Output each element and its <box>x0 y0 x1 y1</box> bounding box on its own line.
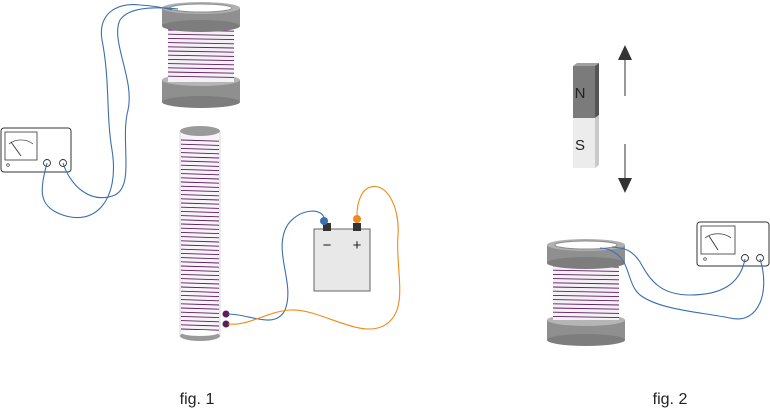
bar-magnet-icon: N S <box>573 63 599 168</box>
coil-winding <box>180 202 220 205</box>
coil-winding <box>552 303 620 306</box>
coil-winding <box>180 168 220 172</box>
coil-winding <box>167 67 235 70</box>
coil-winding <box>167 37 235 41</box>
coil-winding <box>180 244 220 247</box>
coil-winding <box>180 299 220 302</box>
coil-winding <box>180 252 220 256</box>
coil-winding <box>552 294 620 298</box>
coil-winding <box>180 227 220 230</box>
coil-winding <box>180 219 220 222</box>
figure-label-fig1: fig. 1 <box>180 391 215 408</box>
coil-winding <box>552 282 620 285</box>
battery-positive-label: + <box>353 237 362 254</box>
battery-icon: − + <box>313 215 371 292</box>
coil-winding <box>180 315 220 319</box>
wires-fig2 <box>599 246 765 320</box>
coil-winding <box>552 278 620 281</box>
coil-winding <box>180 290 220 293</box>
coil-winding <box>180 215 220 218</box>
primary-coil <box>179 126 230 341</box>
coil-winding <box>180 231 220 235</box>
coil-winding <box>180 320 220 323</box>
coil-winding <box>180 198 220 201</box>
coil-winding <box>180 160 220 163</box>
coil-winding <box>180 257 220 260</box>
arrow-up-icon <box>618 45 632 96</box>
coil-winding <box>180 286 220 289</box>
coil-winding <box>552 307 620 310</box>
coil-winding <box>180 273 220 277</box>
coil-winding <box>167 63 235 66</box>
coil-winding <box>180 143 220 146</box>
coil-winding <box>180 311 220 314</box>
coil-winding <box>180 206 220 209</box>
galvanometer2-terminal-right[interactable] <box>756 254 764 262</box>
secondary-coil <box>162 2 240 108</box>
coil-winding <box>180 139 220 142</box>
coil-winding <box>180 265 220 268</box>
coil-winding <box>180 307 220 310</box>
coil-winding <box>552 286 620 289</box>
coil-winding <box>552 273 620 277</box>
coil-winding <box>180 147 220 151</box>
coil-winding <box>180 303 220 306</box>
coil-winding <box>180 282 220 285</box>
coil-winding <box>167 54 235 57</box>
coil-icon <box>547 239 625 346</box>
coil-winding <box>180 261 220 264</box>
coil-winding <box>180 185 220 188</box>
coil-winding <box>180 269 220 272</box>
coil-winding <box>180 189 220 193</box>
coil-winding <box>180 152 220 155</box>
coil-winding <box>167 46 235 49</box>
coil-winding <box>167 58 235 62</box>
battery-negative-terminal[interactable] <box>320 217 328 225</box>
coil-winding <box>552 311 620 314</box>
figure-label-fig2: fig. 2 <box>653 391 688 408</box>
coil-winding <box>180 223 220 226</box>
coil-winding <box>180 181 220 184</box>
coil-winding <box>180 210 220 214</box>
coil-winding <box>180 240 220 243</box>
coil-winding <box>167 75 235 78</box>
coil-winding <box>180 294 220 298</box>
coil-winding <box>180 328 220 331</box>
galvanometer-icon <box>696 221 770 267</box>
coil-winding <box>552 269 620 272</box>
coil-winding <box>180 194 220 197</box>
coil-winding <box>180 164 220 167</box>
coil-terminal-bottom[interactable] <box>222 320 230 328</box>
coil-winding <box>180 248 220 251</box>
coil-winding <box>552 290 620 293</box>
galvanometer-icon <box>0 127 72 173</box>
coil-winding <box>180 177 220 180</box>
magnet-north-label: N <box>575 85 586 102</box>
battery-positive-terminal[interactable] <box>353 215 361 223</box>
magnet-south-label: S <box>575 137 585 154</box>
coil-winding <box>167 33 235 36</box>
coil-terminal-top[interactable] <box>222 310 230 318</box>
coil-winding <box>167 42 235 45</box>
battery-negative-label: − <box>323 237 332 254</box>
coil-winding <box>180 324 220 327</box>
coil-winding <box>180 278 220 281</box>
wires-fig1 <box>41 4 401 330</box>
coil-winding <box>167 71 235 74</box>
coil-winding <box>180 236 220 239</box>
coil-winding <box>552 315 620 319</box>
coil-winding <box>180 173 220 176</box>
coil-winding <box>167 50 235 53</box>
arrow-down-icon <box>618 144 632 193</box>
coil-winding <box>552 299 620 302</box>
coil-winding <box>180 156 220 159</box>
